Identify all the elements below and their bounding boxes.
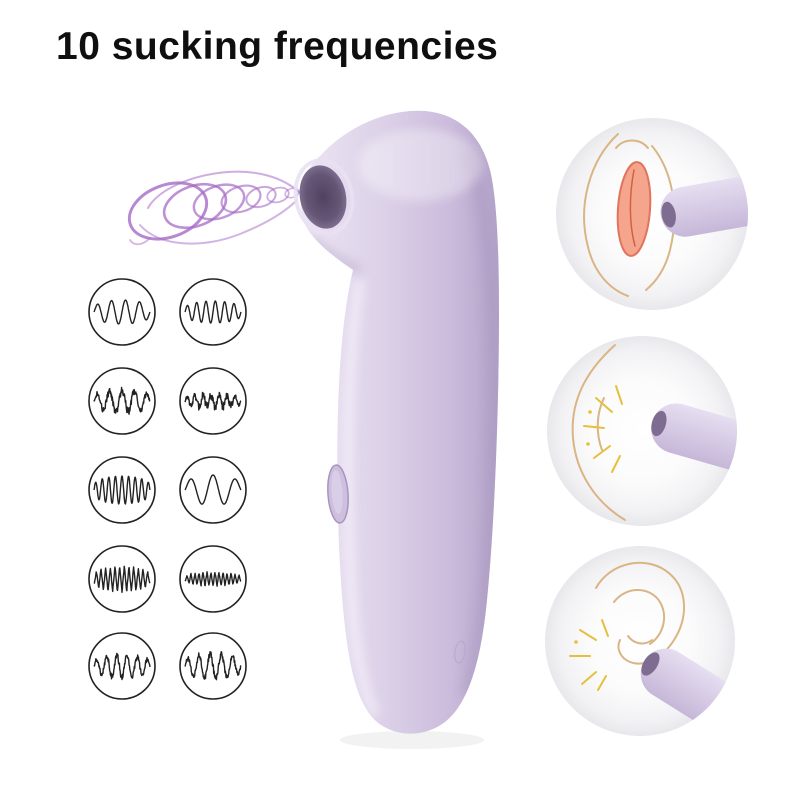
waveform-circle-border [179,367,247,435]
waveform-circle-border [88,367,156,435]
waveform-line [184,651,242,681]
suction-opening-rim [293,158,355,236]
vignette-circle [556,118,748,310]
usage-illustration-top [556,118,748,310]
frequency-waveform-9-bumpy-wave [88,632,156,700]
waveform-circle-border [88,278,156,346]
waveform-line [93,386,151,415]
waveform-circle-border [88,456,156,524]
anatomy-line-art [583,133,676,297]
anatomy-accent-line [629,169,636,247]
vortex-sweep-top [147,170,301,209]
waveform-line [184,571,242,587]
waveform-line [93,475,151,505]
frequency-waveform-3-irregular-wave [88,367,156,435]
device-shadow [340,731,484,749]
waveform-line [93,565,151,593]
usage-illustration-middle [547,336,737,526]
waveform-circle-border [179,456,247,524]
waveform-circle-border [179,632,247,700]
anatomy-accent-shape [616,161,652,257]
frequency-waveform-2-dense-sine [179,278,247,346]
waveform-line [93,299,151,325]
product-device [293,110,499,749]
waveform-circle-border [88,545,156,613]
frequency-waveform-10-peak-wave [179,632,247,700]
frequency-waveform-7-rapid-spikes [88,545,156,613]
vignette-circle [547,336,737,526]
waveform-circle-border [179,278,247,346]
suction-vortex-icon [127,170,301,246]
waveform-line [184,300,242,324]
ear-line-art [595,561,686,665]
charge-port-indent [454,640,466,664]
stimulation-sparks [569,619,609,691]
device-tip [651,403,737,475]
frequency-waveform-8-fine-spikes [179,545,247,613]
waveform-circle-border [88,632,156,700]
waveform-line [93,652,151,681]
frequency-waveform-6-long-wave [179,456,247,524]
device-tip [660,173,748,237]
suction-opening [299,165,347,229]
frequency-waveform-grid [88,278,247,700]
frequency-waveform-1-smooth-sine [88,278,156,346]
page-title: 10 sucking frequencies [56,25,499,68]
usage-illustration-bottom [545,546,735,736]
waveform-line [184,474,242,505]
waveform-line [184,391,242,411]
frequency-waveform-5-tight-loops [88,456,156,524]
body-contour-line-art [571,344,626,521]
frequency-waveform-4-noisy-ripple [179,367,247,435]
power-button-highlight [331,470,343,514]
waveform-circle-border [179,545,247,613]
vortex-sweep-bottom [139,199,298,245]
vortex-curl [129,237,151,246]
stimulation-sparks [583,385,623,473]
